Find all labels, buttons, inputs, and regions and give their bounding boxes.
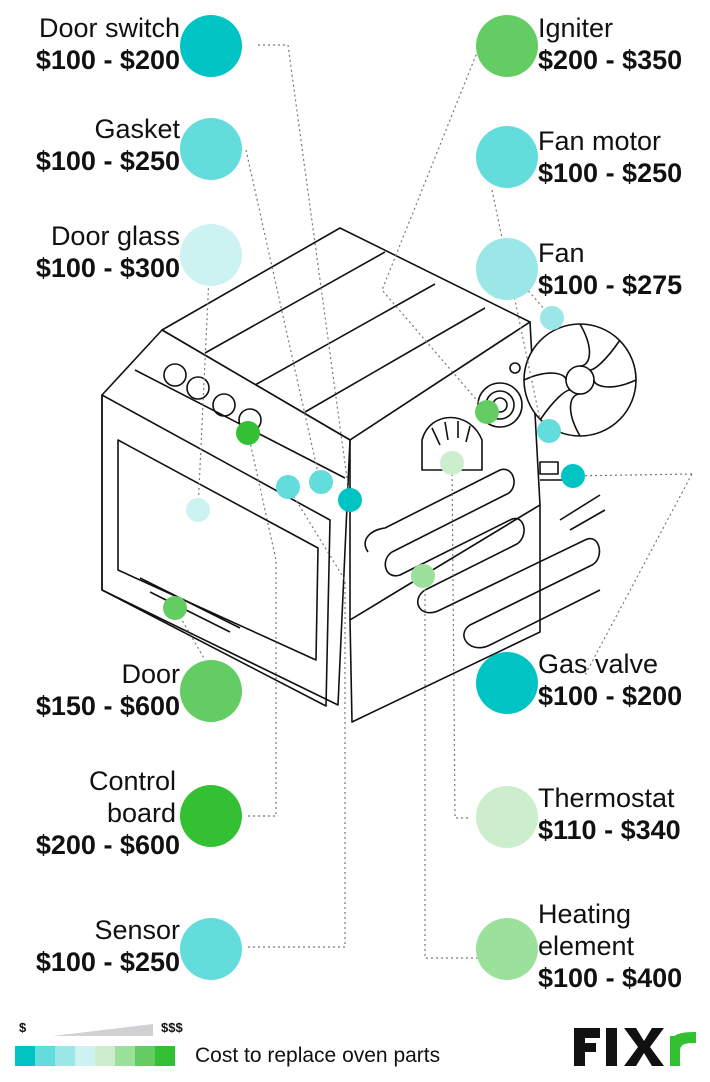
- part-price: $200 - $600: [35, 830, 180, 860]
- swatch-gasket: [180, 118, 242, 180]
- swatch-door-glass: [180, 224, 242, 286]
- marker-door-glass: [186, 498, 210, 522]
- marker-heating-element: [411, 564, 435, 588]
- scale-swatch: [15, 1046, 35, 1066]
- part-price: $200 - $350: [538, 45, 683, 75]
- swatch-gas-valve: [476, 652, 538, 714]
- part-name: Sensor: [94, 915, 180, 945]
- swatch-fan-motor: [476, 126, 538, 188]
- swatch-door-switch: [180, 15, 242, 77]
- scale-swatch: [35, 1046, 55, 1066]
- scale-swatch: [55, 1046, 75, 1066]
- label-fan-motor: Fan motor $100 - $250: [538, 125, 710, 189]
- label-gasket: Gasket $100 - $250: [0, 113, 180, 177]
- swatch-sensor: [180, 918, 242, 980]
- part-price: $100 - $200: [35, 45, 180, 75]
- part-name: Thermostat: [538, 783, 675, 813]
- part-name: Door switch: [38, 13, 180, 43]
- scale-swatch: [135, 1046, 155, 1066]
- part-price: $100 - $300: [35, 253, 180, 283]
- scale-swatch: [155, 1046, 175, 1066]
- marker-fan-motor: [537, 419, 561, 443]
- cost-legend: $ $$$ Cost to replace oven parts: [15, 1020, 515, 1070]
- label-door-switch: Door switch $100 - $200: [0, 12, 180, 76]
- label-control-board: Control board $200 - $600: [0, 765, 180, 861]
- swatch-fan: [476, 238, 538, 300]
- scale-swatch: [95, 1046, 115, 1066]
- swatch-thermostat: [476, 786, 538, 848]
- legend-caption: Cost to replace oven parts: [195, 1044, 441, 1067]
- swatch-heating-element: [476, 918, 538, 980]
- part-price: $100 - $200: [538, 681, 683, 711]
- part-price: $100 - $250: [35, 947, 180, 977]
- part-name: Gasket: [94, 114, 180, 144]
- fixr-logo: [572, 1022, 700, 1070]
- marker-igniter: [475, 400, 499, 424]
- label-door-glass: Door glass $100 - $300: [0, 220, 180, 284]
- scale-swatch: [115, 1046, 135, 1066]
- swatch-igniter: [476, 15, 538, 77]
- part-name: Control board: [88, 766, 176, 828]
- swatch-control-board: [180, 785, 242, 847]
- legend-low-label: $: [19, 1020, 27, 1035]
- label-sensor: Sensor $100 - $250: [0, 914, 180, 978]
- part-price: $100 - $275: [538, 270, 683, 300]
- marker-control-board: [236, 421, 260, 445]
- part-price: $100 - $250: [35, 146, 180, 176]
- part-price: $100 - $250: [538, 158, 683, 188]
- part-name: Heating element: [538, 899, 635, 961]
- marker-gas-valve: [561, 464, 585, 488]
- label-fan: Fan $100 - $275: [538, 237, 710, 301]
- part-price: $100 - $400: [538, 963, 683, 993]
- label-igniter: Igniter $200 - $350: [538, 12, 710, 76]
- legend-color-scale: [15, 1046, 175, 1066]
- part-markers: [163, 306, 585, 620]
- part-name: Gas valve: [538, 649, 659, 679]
- label-door: Door $150 - $600: [0, 658, 180, 722]
- fixr-logo-mark: [574, 1028, 696, 1066]
- scale-swatch: [75, 1046, 95, 1066]
- legend-wedge: [53, 1024, 153, 1036]
- part-name: Fan motor: [538, 126, 662, 156]
- marker-thermostat: [440, 451, 464, 475]
- part-name: Igniter: [538, 13, 614, 43]
- marker-sensor: [276, 475, 300, 499]
- marker-gasket: [309, 470, 333, 494]
- label-thermostat: Thermostat $110 - $340: [538, 782, 710, 846]
- part-price: $150 - $600: [35, 691, 180, 721]
- marker-door-switch: [338, 488, 362, 512]
- swatch-door: [180, 660, 242, 722]
- marker-fan: [540, 306, 564, 330]
- leader-lines: [174, 44, 693, 959]
- label-heating-element: Heating element $100 - $400: [538, 898, 710, 994]
- marker-door: [163, 596, 187, 620]
- part-price: $110 - $340: [538, 815, 681, 845]
- label-gas-valve: Gas valve $100 - $200: [538, 648, 710, 712]
- part-name: Door: [121, 659, 180, 689]
- legend-high-label: $$$: [161, 1020, 183, 1035]
- part-name: Fan: [538, 238, 585, 268]
- part-name: Door glass: [50, 221, 180, 251]
